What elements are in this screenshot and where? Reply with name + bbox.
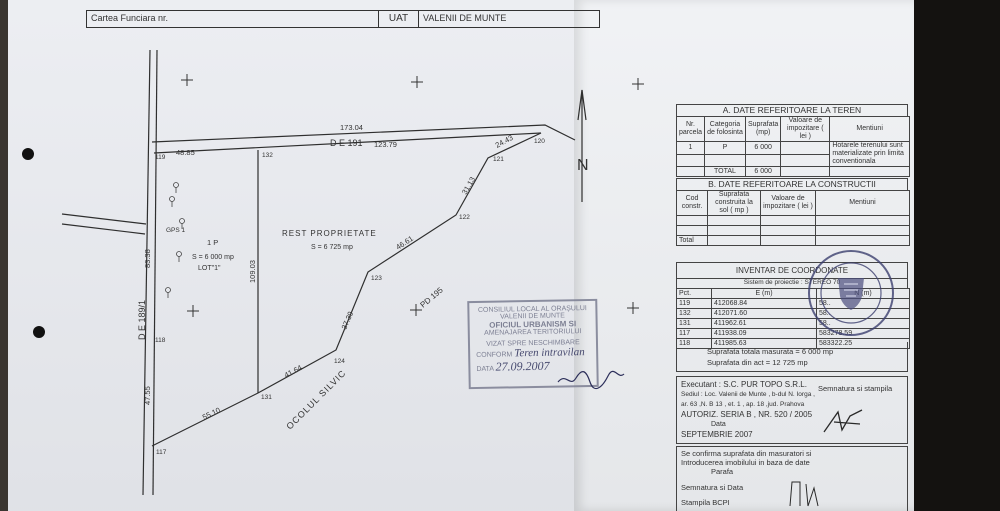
total-measured: Suprafata totala masurata = 6 000 mp: [707, 347, 834, 356]
total-label: TOTAL: [703, 166, 746, 177]
col-header: Mentiuni: [829, 116, 910, 142]
col-header: Valoare de impozitare ( lei ): [780, 116, 831, 142]
lot-name: LOT"1": [198, 265, 221, 272]
section-a-title: A. DATE REFERITOARE LA TEREN: [676, 104, 908, 116]
point-label: 118: [155, 337, 166, 344]
surface-summary: Suprafata totala masurata = 6 000 mp Sup…: [676, 342, 908, 372]
section-b-title: B. DATE REFERITOARE LA CONSTRUCTII: [676, 178, 908, 190]
edge-label-top: 173.04: [340, 123, 363, 132]
road-label-de189: D E 189/1: [137, 300, 147, 340]
edge-label-123-124: 37.39: [340, 310, 356, 331]
point-label: 121: [493, 156, 504, 163]
executant-autoriz: AUTORIZ. SERIA B , NR. 520 / 2005: [681, 410, 813, 419]
table-row: TOTAL 6 000: [676, 166, 910, 177]
inventar-title: INVENTAR DE COORDONATE: [676, 262, 908, 278]
point-label: 132: [262, 152, 273, 159]
bcpi-confirm: Se confirma suprafata din masuratori si: [681, 449, 812, 458]
stamp-line: AMENAJAREA TERITORIULUI: [484, 328, 582, 337]
section-a-table: Nr. parcela Categoria de folosinta Supra…: [676, 116, 910, 177]
col-header: Pct.: [676, 288, 712, 299]
col-header: Suprafata (mp): [744, 116, 782, 142]
bcpi-stampila: Stampila BCPI: [681, 498, 730, 507]
total-value: 6 000: [744, 166, 782, 177]
executant-sediu: Sediul : Loc. Valenii de Munte , b-dul N…: [681, 391, 815, 398]
executant-label: Executant : S.C. PUR TOPO S.R.L.: [681, 380, 807, 389]
header-box: Cartea Funciara nr. UAT VALENII DE MUNTE: [86, 10, 600, 28]
road-left-edge: [142, 49, 151, 496]
info-sheet: [574, 0, 914, 511]
uat-value: VALENII DE MUNTE: [423, 13, 507, 23]
point-label: 119: [155, 154, 166, 161]
bcpi-scribble: [789, 481, 819, 507]
point-label: 124: [334, 358, 345, 365]
handwritten-date: 27.09.2007: [495, 358, 550, 374]
table-row: 1 P 6 000 Hotarele terenului sunt materi…: [676, 141, 910, 167]
edge-label-132-120: 123.79: [374, 140, 397, 149]
lot-title: 1 P: [207, 238, 218, 247]
bcpi-box: Se confirma suprafata din masuratori si …: [676, 446, 908, 511]
bcpi-parafa: Parafa: [711, 467, 734, 476]
punch-hole: [33, 326, 45, 338]
stamp-signature: [557, 370, 625, 390]
rest-area: S = 6 725 mp: [311, 244, 353, 251]
executant-signature: [823, 409, 863, 433]
point-label: 122: [459, 214, 470, 221]
surface-from-act: Suprafata din act = 12 725 mp: [707, 358, 808, 367]
stamp-line: CONFORM: [476, 351, 513, 359]
stamp-data-label: DATA: [476, 365, 494, 373]
punch-hole: [22, 148, 34, 160]
carte-funciara-label: Cartea Funciara nr.: [87, 11, 379, 27]
col-header: Cod constr.: [676, 190, 708, 216]
lot-area: S = 6 000 mp: [192, 254, 234, 261]
inventar-system: Sistem de proiectie : STEREO 70: [676, 278, 908, 288]
edge-label-132-131: 109.03: [248, 260, 257, 283]
executant-sign-label: Semnatura si stampila: [818, 384, 893, 393]
plan-sheet: [8, 0, 574, 511]
ocolul-silvic-label: OCOLUL SILVIC: [284, 368, 348, 432]
col-header: Mentiuni: [815, 190, 910, 216]
pd-label: PD 195: [419, 285, 446, 309]
background-edge: [914, 0, 1000, 511]
road-top-line: [151, 124, 576, 143]
north-label: N: [577, 157, 589, 174]
gps-label: GPS 1: [166, 227, 186, 234]
bcpi-intro: Introducerea imobilului in baza de date: [681, 458, 810, 467]
uat-label: UAT: [379, 11, 419, 27]
rest-title: REST PROPRIETATE: [282, 229, 377, 238]
col-header: Suprafata construita la sol ( mp ): [707, 190, 761, 216]
edge-label-119-132: 48.85: [176, 148, 195, 157]
edge-label-119-118: 83.38: [143, 249, 152, 268]
executant-month: SEPTEMBRIE 2007: [681, 430, 753, 439]
edge-label-124-131: 41.64: [283, 363, 304, 380]
edge-label-131-117: 55.10: [201, 405, 222, 421]
col-header: Nr. parcela: [676, 116, 705, 142]
col-header: E (m): [711, 288, 817, 299]
point-label: 123: [371, 275, 382, 282]
parcel-top-boundary: [153, 132, 542, 154]
point-label: 131: [261, 394, 272, 401]
bcpi-sem: Semnatura si Data: [681, 483, 744, 492]
road-label-de191: D E 191: [330, 138, 363, 148]
col-header: Valoare de impozitare ( lei ): [760, 190, 816, 216]
road-left-edge: [152, 49, 158, 496]
edge-label-118-117: 47.55: [143, 386, 152, 405]
point-label: 117: [156, 449, 167, 456]
point-label: 120: [534, 138, 545, 145]
official-round-stamp: [808, 250, 894, 336]
section-b-table: Cod constr. Suprafata construita la sol …: [676, 190, 910, 246]
executant-box: Executant : S.C. PUR TOPO S.R.L. Sediul …: [676, 376, 908, 444]
col-header: Categoria de folosinta: [703, 116, 746, 142]
parcel-east-boundary: [151, 132, 542, 447]
executant-address: ar. 63 ,N. B 13 , et. 1 , ap. 18 ,jud. P…: [681, 401, 805, 408]
handwritten-conform: Teren intravilan: [514, 346, 585, 360]
total-label: Total: [676, 235, 708, 246]
executant-data-label: Data: [711, 421, 726, 428]
edge-label-121-122: 31.13: [460, 175, 477, 196]
